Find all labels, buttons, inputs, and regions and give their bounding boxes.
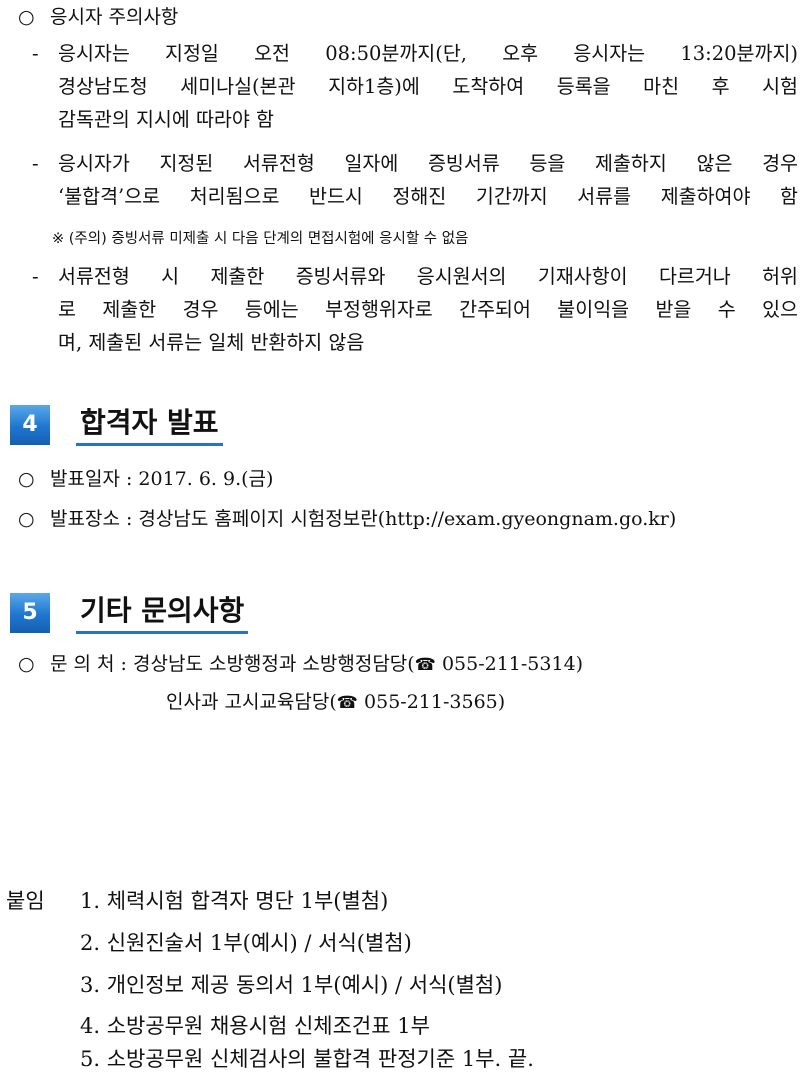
attachment-item: 4. 소방공무원 채용시험 신체조건표 1부 [80,1014,430,1038]
attachment-item: 5. 소방공무원 신체검사의 불합격 판정기준 1부. 끝. [80,1047,534,1071]
section-number-badge: 4 [10,405,50,445]
notice-bullet-1: - 응시자는 지정일 오전 08:50분까지(단, 오후 응시자는 13:20분… [32,37,798,136]
contact-line-2: 인사과 고시교육담당(☎ 055-211-3565) [166,691,506,713]
dash-bullet-icon: - [32,265,39,288]
announcement-date: ○발표일자 : 2017. 6. 9.(금) [18,468,274,490]
circle-bullet-icon: ○ [18,508,35,530]
section-number-badge: 5 [10,593,50,633]
dash-bullet-icon: - [32,42,39,65]
notice-bullet-2: - 응시자가 지정된 서류전형 일자에 증빙서류 등을 제출하지 않은 경우 ‘… [32,147,798,213]
circle-bullet-icon: ○ [18,6,35,28]
phone-icon: ☎ [336,693,358,713]
circle-bullet-icon: ○ [18,653,35,675]
phone-icon: ☎ [414,655,436,675]
notice-warning-note: ※ (주의) 증빙서류 미제출 시 다음 단계의 면접시험에 응시할 수 없음 [52,231,469,247]
section-title: 기타 문의사항 [76,593,249,634]
attachments-label: 붙임 [6,889,45,913]
section-title: 합격자 발표 [76,405,223,446]
attachment-item: 2. 신원진술서 1부(예시) / 서식(별첨) [80,931,412,955]
attachment-item: 3. 개인정보 제공 동의서 1부(예시) / 서식(별첨) [80,973,503,997]
notes-heading: ○응시자 주의사항 [18,6,179,28]
notice-bullet-3: - 서류전형 시 제출한 증빙서류와 응시원서의 기재사항이 다르거나 허위 로… [32,260,798,359]
circle-bullet-icon: ○ [18,468,35,490]
announcement-place: ○발표장소 : 경상남도 홈페이지 시험정보란(http://exam.gyeo… [18,508,677,530]
dash-bullet-icon: - [32,152,39,175]
attachment-item: 1. 체력시험 합격자 명단 1부(별첨) [80,889,389,913]
contact-line-1: ○문 의 처 : 경상남도 소방행정과 소방행정담당(☎ 055-211-531… [18,653,584,675]
